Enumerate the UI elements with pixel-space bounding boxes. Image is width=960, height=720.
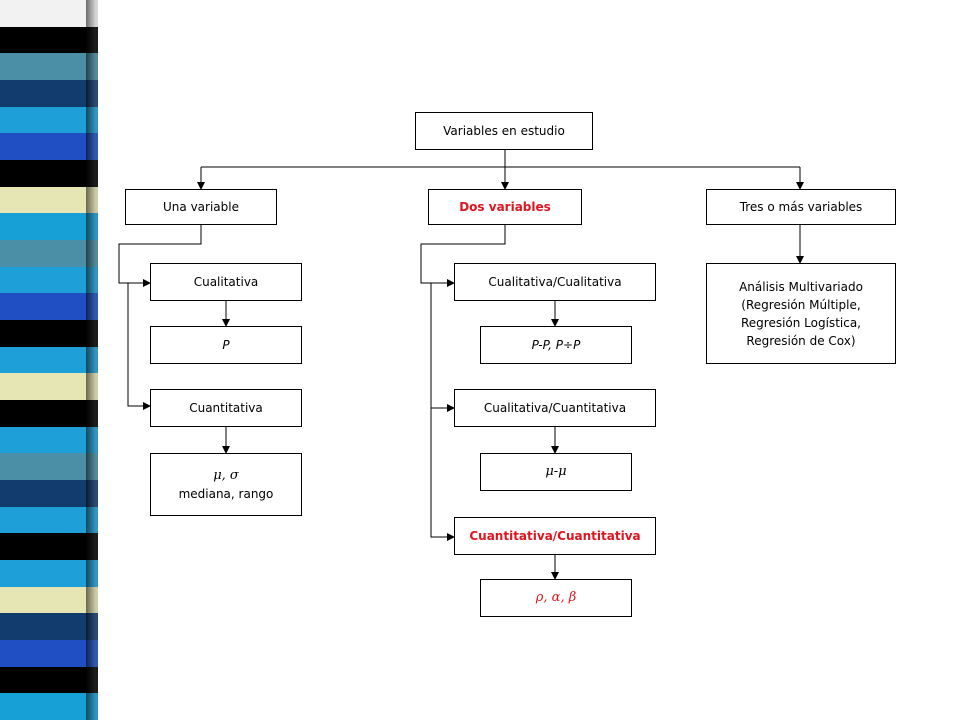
cualitativa-cuantitativa-box: Cualitativa/Cuantitativa [454, 389, 656, 427]
cualitativa-box: Cualitativa [150, 263, 302, 301]
mediana-rango-label: mediana, rango [178, 486, 274, 501]
proportion-p-box: P [150, 326, 302, 364]
cuantitativa-box: Cuantitativa [150, 389, 302, 427]
connector-dos-bottom [430, 408, 455, 541]
p-minus-p-box: P-P, P÷P [480, 326, 632, 364]
stripe-white-margin [98, 0, 110, 720]
connector-dos-middle [430, 283, 455, 412]
una-variable-box: Una variable [125, 189, 277, 225]
root-box-variables-en-estudio: Variables en estudio [415, 112, 593, 150]
cuantitativa-cuantitativa-box: Cuantitativa/Cuantitativa [454, 517, 656, 555]
decorative-stripe-bar [0, 0, 110, 720]
mean-sd-median-range-box: μ, σ mediana, rango [150, 453, 302, 516]
rho-alpha-beta-box: ρ, α, β [480, 579, 632, 617]
mu-sigma-symbols: μ, σ [213, 467, 239, 483]
connector-una-cuant [127, 283, 151, 410]
dos-variables-box: Dos variables [428, 189, 582, 225]
connector-una-spine [118, 225, 202, 287]
mu-minus-mu-box: μ-μ [480, 453, 632, 491]
tres-variables-box: Tres o más variables [706, 189, 896, 225]
cualitativa-cualitativa-box: Cualitativa/Cualitativa [454, 263, 656, 301]
analisis-multivariado-box: Análisis Multivariado (Regresión Múltipl… [706, 263, 896, 364]
connector-dos-spine [420, 225, 506, 287]
